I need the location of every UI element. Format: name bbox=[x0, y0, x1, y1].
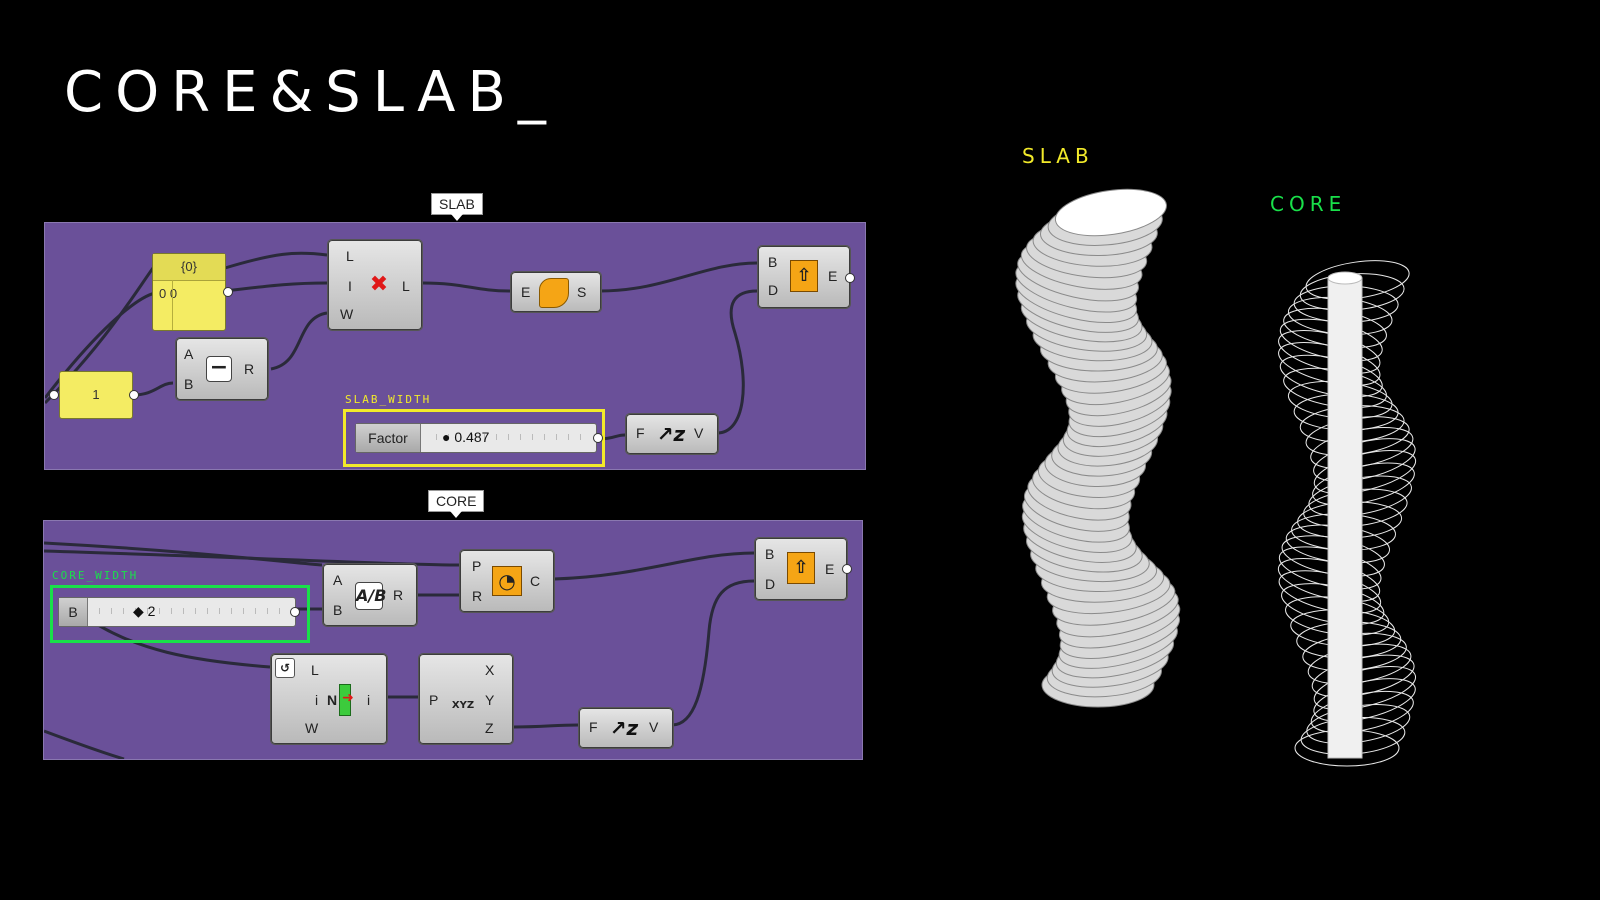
extrude-output-grip[interactable] bbox=[845, 273, 855, 283]
pin-b: B bbox=[333, 602, 343, 618]
core-slider-label: B bbox=[59, 598, 88, 626]
factor-slider[interactable]: Factor ● 0.487 bbox=[355, 423, 597, 453]
page-title: CORE&SLAB_ bbox=[64, 60, 558, 125]
pin-l: L bbox=[311, 662, 319, 678]
pin-a: A bbox=[333, 572, 343, 588]
minus-icon: − bbox=[206, 356, 232, 382]
pin-d: D bbox=[765, 576, 776, 592]
pin-f: F bbox=[636, 425, 645, 441]
panel-header: {0} bbox=[153, 254, 225, 281]
slider-ticks bbox=[436, 434, 582, 440]
pin-b: B bbox=[184, 376, 194, 392]
pin-v: V bbox=[694, 425, 704, 441]
slider-output-grip[interactable] bbox=[593, 433, 603, 443]
slab-render bbox=[1015, 188, 1181, 708]
core-extrude-component[interactable]: B D E ⇧ bbox=[754, 537, 848, 601]
slab-plate bbox=[1054, 188, 1167, 237]
pin-r: R bbox=[472, 588, 483, 604]
circle-component[interactable]: P R C ◔ bbox=[459, 549, 555, 613]
pin-c: C bbox=[530, 573, 541, 589]
pin-e-out: E bbox=[825, 561, 835, 577]
number-input-grip[interactable] bbox=[49, 390, 59, 400]
pin-s: S bbox=[577, 284, 587, 300]
circle-icon: ◔ bbox=[492, 566, 522, 596]
list-item-icon bbox=[339, 684, 351, 716]
pin-w: W bbox=[305, 720, 319, 736]
slider-value: ● 0.487 bbox=[442, 429, 490, 445]
division-icon: A/B bbox=[355, 582, 386, 610]
pin-i: I bbox=[348, 278, 352, 294]
slab-panel[interactable]: {0} 0 0 bbox=[152, 253, 226, 331]
pin-r: R bbox=[393, 587, 404, 603]
slab-width-tag: SLAB_WIDTH bbox=[345, 393, 432, 406]
panel-item: 0 0 bbox=[159, 286, 178, 301]
division-component[interactable]: A B R A/B bbox=[322, 563, 418, 627]
core-extrude-output-grip[interactable] bbox=[842, 564, 852, 574]
deconstruct-point-component[interactable]: P X Y Z XYZ bbox=[418, 653, 514, 745]
panel-output-grip[interactable] bbox=[223, 287, 233, 297]
xyz-icon: XYZ bbox=[451, 700, 475, 711]
core-callout: CORE bbox=[428, 490, 485, 518]
pin-r: R bbox=[244, 361, 255, 377]
slab-unit-z-component[interactable]: F V ↗z bbox=[625, 413, 719, 455]
core-slider-output-grip[interactable] bbox=[290, 607, 300, 617]
number-output-grip[interactable] bbox=[129, 390, 139, 400]
unit-z-icon: ↗z bbox=[656, 422, 686, 446]
pin-l: L bbox=[346, 248, 354, 264]
core-slider-value: ◆ 2 bbox=[133, 603, 156, 619]
core-unit-z-component[interactable]: F V ↗z bbox=[578, 707, 674, 749]
core-width-tag: CORE_WIDTH bbox=[52, 569, 139, 582]
pin-p: P bbox=[429, 692, 439, 708]
pin-l-out: L bbox=[402, 278, 410, 294]
pin-v: V bbox=[649, 719, 659, 735]
pin-i: i bbox=[315, 692, 319, 708]
pin-d: D bbox=[768, 282, 779, 298]
core-render bbox=[1277, 260, 1417, 767]
pin-x: X bbox=[485, 662, 495, 678]
slider-value-text: 0.487 bbox=[454, 429, 490, 445]
list-item-component[interactable]: ↺ L i W N i ➜ bbox=[270, 653, 388, 745]
subtraction-component[interactable]: A B R − bbox=[175, 337, 269, 401]
pin-a: A bbox=[184, 346, 194, 362]
pin-b: B bbox=[765, 546, 775, 562]
slider-label: Factor bbox=[356, 424, 421, 452]
pin-z: Z bbox=[485, 720, 494, 736]
cull-index-component[interactable]: L I W L ✖ bbox=[327, 239, 423, 331]
core-slider-value-text: 2 bbox=[147, 603, 156, 619]
cull-index-icon: ✖ bbox=[369, 272, 389, 297]
core-canvas-group: CORE_WIDTH B ◆ 2 A B R A/B P R C ◔ B D E… bbox=[43, 520, 863, 760]
pin-e: E bbox=[521, 284, 531, 300]
pin-f: F bbox=[589, 719, 598, 735]
core-cylinder bbox=[1327, 277, 1363, 759]
pin-w: W bbox=[340, 306, 354, 322]
pin-b: B bbox=[768, 254, 778, 270]
core-slider[interactable]: B ◆ 2 bbox=[58, 597, 296, 627]
arrow-right-icon: ➜ bbox=[342, 690, 354, 706]
pin-i-out: i bbox=[367, 692, 371, 708]
extrude-icon: ⇧ bbox=[790, 260, 818, 292]
edge-surface-icon bbox=[539, 278, 569, 308]
extrude-icon: ⇧ bbox=[787, 552, 815, 584]
pin-e-out: E bbox=[828, 268, 838, 284]
slab-extrude-component[interactable]: B D E ⇧ bbox=[757, 245, 851, 309]
pin-n: N bbox=[327, 692, 338, 708]
number-param[interactable]: 1 bbox=[59, 371, 133, 419]
slab-width-highlight bbox=[343, 409, 605, 467]
refresh-icon: ↺ bbox=[275, 658, 295, 678]
core-slider-ticks bbox=[99, 608, 281, 614]
core-render-label: CORE bbox=[1270, 192, 1347, 216]
edge-surface-component[interactable]: E S bbox=[510, 271, 602, 313]
pin-p: P bbox=[472, 558, 482, 574]
core-width-highlight bbox=[50, 585, 310, 643]
core-cylinder-top bbox=[1327, 271, 1363, 285]
pin-y: Y bbox=[485, 692, 495, 708]
panel-divider bbox=[172, 280, 173, 330]
slab-render-label: SLAB bbox=[1022, 144, 1094, 168]
unit-z-icon: ↗z bbox=[609, 716, 639, 740]
slab-callout: SLAB bbox=[431, 193, 483, 221]
slab-canvas-group: {0} 0 0 1 A B R − L I W L ✖ E S B D E ⇧ … bbox=[44, 222, 866, 470]
